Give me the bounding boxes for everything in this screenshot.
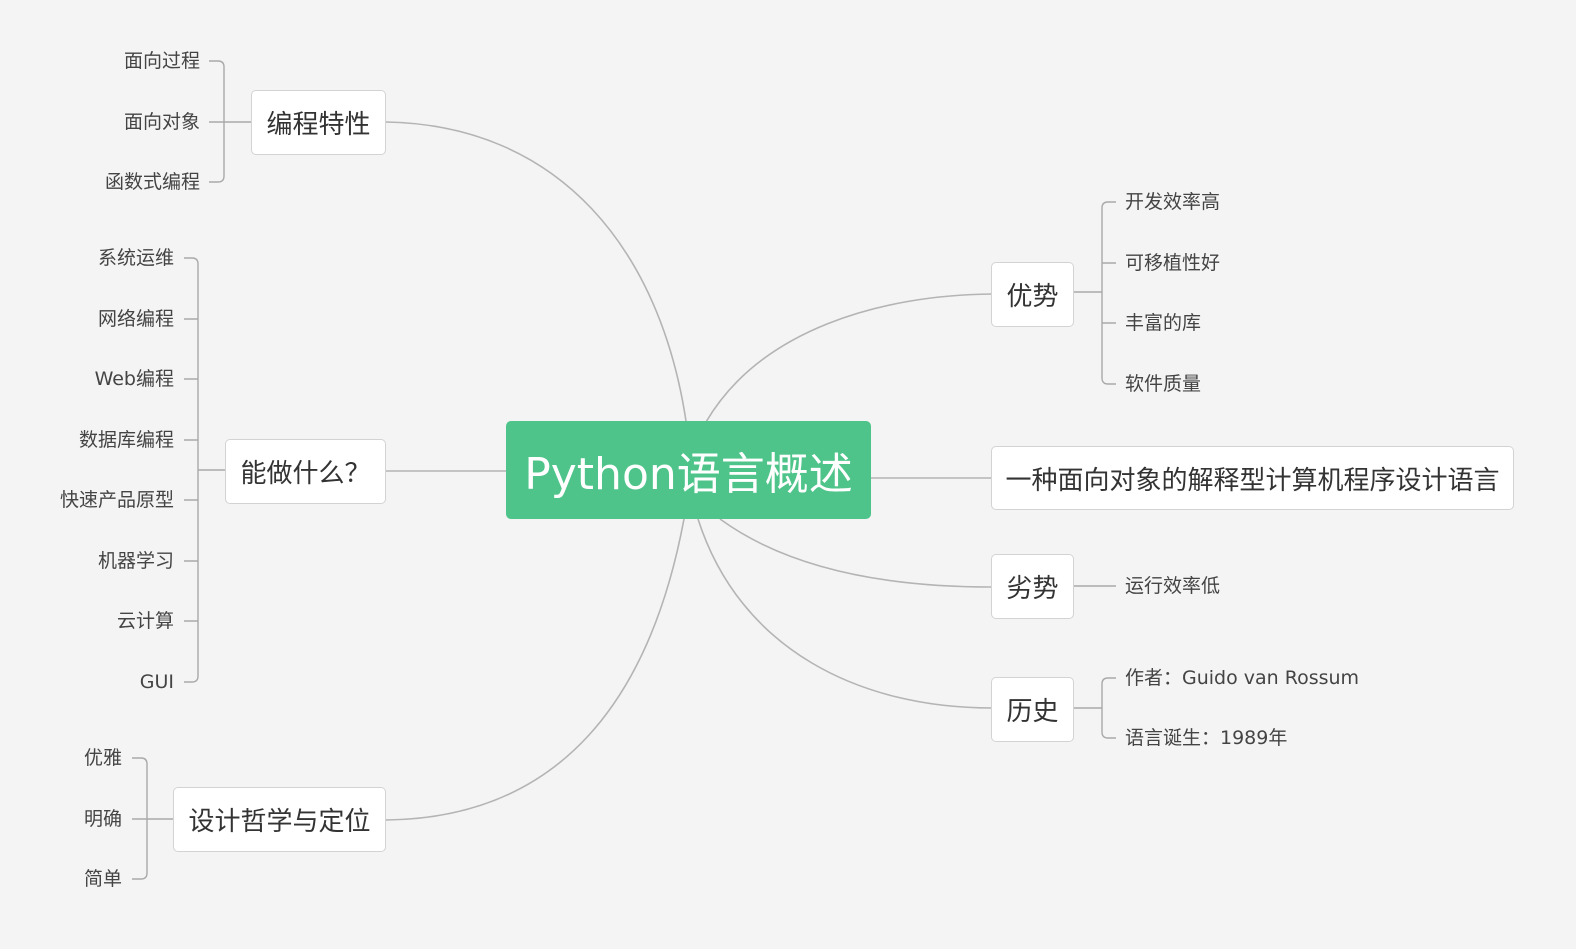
subtopic-author[interactable]: 作者：Guido van Rossum <box>1125 667 1360 689</box>
bracket-philosophy <box>132 757 174 880</box>
topic-definition[interactable]: 一种面向对象的解释型计算机程序设计语言 <box>991 446 1514 510</box>
subtopic-database[interactable]: 数据库编程 <box>78 429 174 451</box>
bracket-advantages <box>1074 201 1116 385</box>
subtopic-functional[interactable]: 函数式编程 <box>104 171 200 193</box>
topic-advantages[interactable]: 优势 <box>991 262 1074 327</box>
subtopic-birth-year[interactable]: 语言诞生：1989年 <box>1125 727 1288 749</box>
bracket-history <box>1074 677 1116 739</box>
subtopic-rich-libraries[interactable]: 丰富的库 <box>1125 312 1202 334</box>
subtopic-dev-efficiency[interactable]: 开发效率高 <box>1125 191 1221 213</box>
subtopic-elegant[interactable]: 优雅 <box>83 747 122 769</box>
subtopic-machine-learning[interactable]: 机器学习 <box>97 550 174 572</box>
subtopic-web[interactable]: Web编程 <box>94 368 174 390</box>
subtopic-object-oriented[interactable]: 面向对象 <box>123 111 200 133</box>
root-topic[interactable]: Python语言概述 <box>506 421 871 519</box>
topic-disadvantages[interactable]: 劣势 <box>991 554 1074 619</box>
connector-philosophy <box>385 518 685 821</box>
topic-history[interactable]: 历史 <box>991 677 1074 742</box>
bracket-uses <box>184 257 226 683</box>
topic-programming-features[interactable]: 编程特性 <box>251 90 386 155</box>
subtopic-gui[interactable]: GUI <box>139 671 174 693</box>
topic-philosophy[interactable]: 设计哲学与定位 <box>173 787 386 852</box>
subtopic-simple[interactable]: 简单 <box>83 868 122 890</box>
subtopic-software-quality[interactable]: 软件质量 <box>1125 373 1202 395</box>
subtopic-network[interactable]: 网络编程 <box>97 308 174 330</box>
subtopic-prototyping[interactable]: 快速产品原型 <box>59 489 174 511</box>
subtopic-portability[interactable]: 可移植性好 <box>1125 252 1221 274</box>
subtopic-explicit[interactable]: 明确 <box>83 808 122 830</box>
subtopic-cloud[interactable]: 云计算 <box>116 610 174 632</box>
connector-disadvantages <box>719 518 993 588</box>
subtopic-low-runtime-efficiency[interactable]: 运行效率低 <box>1125 575 1221 597</box>
connector-history <box>697 518 993 709</box>
subtopic-sysops[interactable]: 系统运维 <box>97 247 174 269</box>
subtopic-procedural[interactable]: 面向过程 <box>123 50 200 72</box>
connector-advantages <box>705 293 993 423</box>
bracket-programming-features <box>209 60 252 183</box>
connector-programming-features <box>385 121 687 422</box>
topic-uses[interactable]: 能做什么？ <box>225 439 386 504</box>
